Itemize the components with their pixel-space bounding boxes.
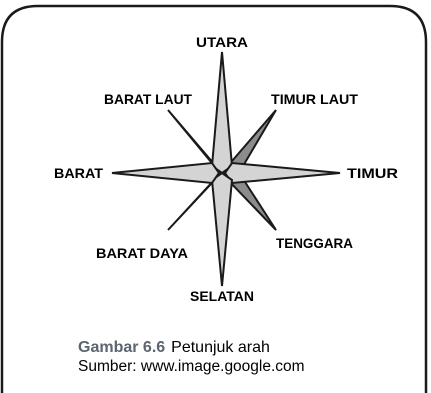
figure-source: Sumber: www.image.google.com bbox=[78, 358, 408, 377]
label-southwest: BARAT DAYA bbox=[96, 245, 188, 261]
figure-caption: Gambar 6.6 Petunjuk arah Sumber: www.imag… bbox=[78, 338, 408, 377]
north-point bbox=[212, 52, 232, 173]
caption-title-line: Gambar 6.6 Petunjuk arah bbox=[78, 338, 408, 357]
label-north: UTARA bbox=[196, 34, 248, 50]
label-northeast: TIMUR LAUT bbox=[271, 91, 358, 107]
west-point bbox=[112, 163, 219, 183]
figure-title: Petunjuk arah bbox=[171, 339, 270, 356]
label-northwest: BARAT LAUT bbox=[104, 91, 192, 107]
label-south: SELATAN bbox=[190, 288, 254, 304]
south-point bbox=[212, 173, 232, 286]
east-point bbox=[225, 163, 340, 183]
figure-number: Gambar 6.6 bbox=[78, 339, 165, 356]
label-southeast: TENGGARA bbox=[276, 235, 353, 251]
label-west: BARAT bbox=[54, 165, 103, 181]
label-east: TIMUR bbox=[347, 165, 398, 181]
